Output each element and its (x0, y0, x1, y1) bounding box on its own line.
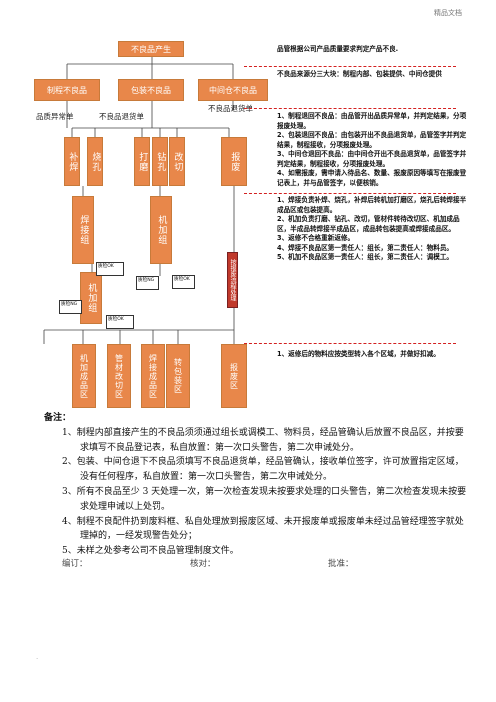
compile-label: 编订： (62, 559, 88, 569)
divider (244, 343, 456, 344)
divider (244, 66, 456, 67)
remark-item: 5、未样之处参考公司不良品管理制度文件。 (62, 546, 239, 557)
machined-product-area: 机加成品区 (72, 344, 96, 408)
drilling-box: 钻孔 (152, 137, 168, 186)
scrap-box: 报废 (221, 137, 247, 186)
process-defect-box: 制程不良品 (34, 79, 100, 101)
note-group-duties: 1、焊接负责补焊、烧孔，补焊后转机加打磨区，烧孔后转焊接半成品区或包装提高。 2… (277, 196, 467, 261)
machining-group-box-2: 机加组 (150, 196, 172, 264)
qc-ok-badge: 质检OK (106, 315, 134, 329)
scrap-process-box: 按报废流程处理 (227, 252, 238, 308)
divider (244, 108, 456, 109)
note-after-repair: 1、返修后的物料应按类型转入各个区域，并做好扣减。 (277, 350, 440, 358)
scrap-area: 报废区 (221, 344, 247, 408)
remarks-section: 备注： 1、制程内部直接产生的不良品须须通过组长或调模工、物料员，经品管确认后放… (44, 411, 472, 559)
pipe-recut-area: 管材改切区 (107, 344, 131, 408)
remark-item: 2、包装、中间仓退下不良品须填写不良品退货单，经品管确认，接收单位签字，许可放置… (62, 457, 464, 483)
welding-group-box: 焊接组 (72, 196, 94, 264)
machining-group-box: 机加组 (80, 272, 102, 324)
note-defect-sources: 不良品来源分三大块：制程内部、包装提供、中间仓提供 (277, 70, 442, 78)
warehouse-defect-box: 中间仓不良品 (198, 79, 268, 101)
review-label: 核对： (190, 559, 216, 569)
repair-weld-box: 补焊 (64, 137, 80, 186)
remark-item: 3、所有不良品至少 3 天处理一次，第一次检查发现未按要求处理的口头警告，第二次… (62, 486, 467, 512)
qc-ng-badge: 质检NG (136, 276, 159, 290)
qc-ok-badge: 质检OK (96, 262, 124, 276)
recut-box: 改切 (169, 137, 185, 186)
return-slip-label-2: 不良品退货单 (208, 104, 253, 113)
divider (244, 193, 456, 194)
remark-item: 4、制程不良配件扔到废料框、私自处理放到报废区域、未开报废单或报废单未经过品管经… (62, 516, 464, 542)
quality-anomaly-label: 品质异常单 (36, 112, 74, 121)
qc-ok-badge: 质检OK (172, 275, 195, 289)
remark-item: 1、制程内部直接产生的不良品须须通过组长或调模工、物料员，经品管确认后放置不良品… (62, 427, 464, 453)
note-return-handling: 1、制程退回不良品：由品管开出品质异常单，并判定结果，分项报废处理。 2、包装退… (277, 112, 467, 187)
approve-label: 批准： (328, 559, 354, 569)
header-tag: 精品文档 (434, 9, 462, 17)
return-slip-label-1: 不良品退货单 (99, 112, 144, 121)
page-mark: . (36, 653, 39, 661)
note-quality-judgement: 品管根据公司产品质量要求判定产品不良. (277, 45, 399, 53)
transfer-packaging-area: 转包装区 (166, 344, 190, 408)
packaging-defect-box: 包装不良品 (118, 79, 184, 101)
remarks-title: 备注： (44, 413, 72, 423)
grinding-box: 打磨 (134, 137, 150, 186)
qc-ng-badge: 质检NG (59, 300, 82, 314)
defect-origin-box: 不良品产生 (118, 41, 184, 57)
burn-hole-box: 烧孔 (87, 137, 103, 186)
welded-product-area: 焊接成品区 (141, 344, 165, 408)
